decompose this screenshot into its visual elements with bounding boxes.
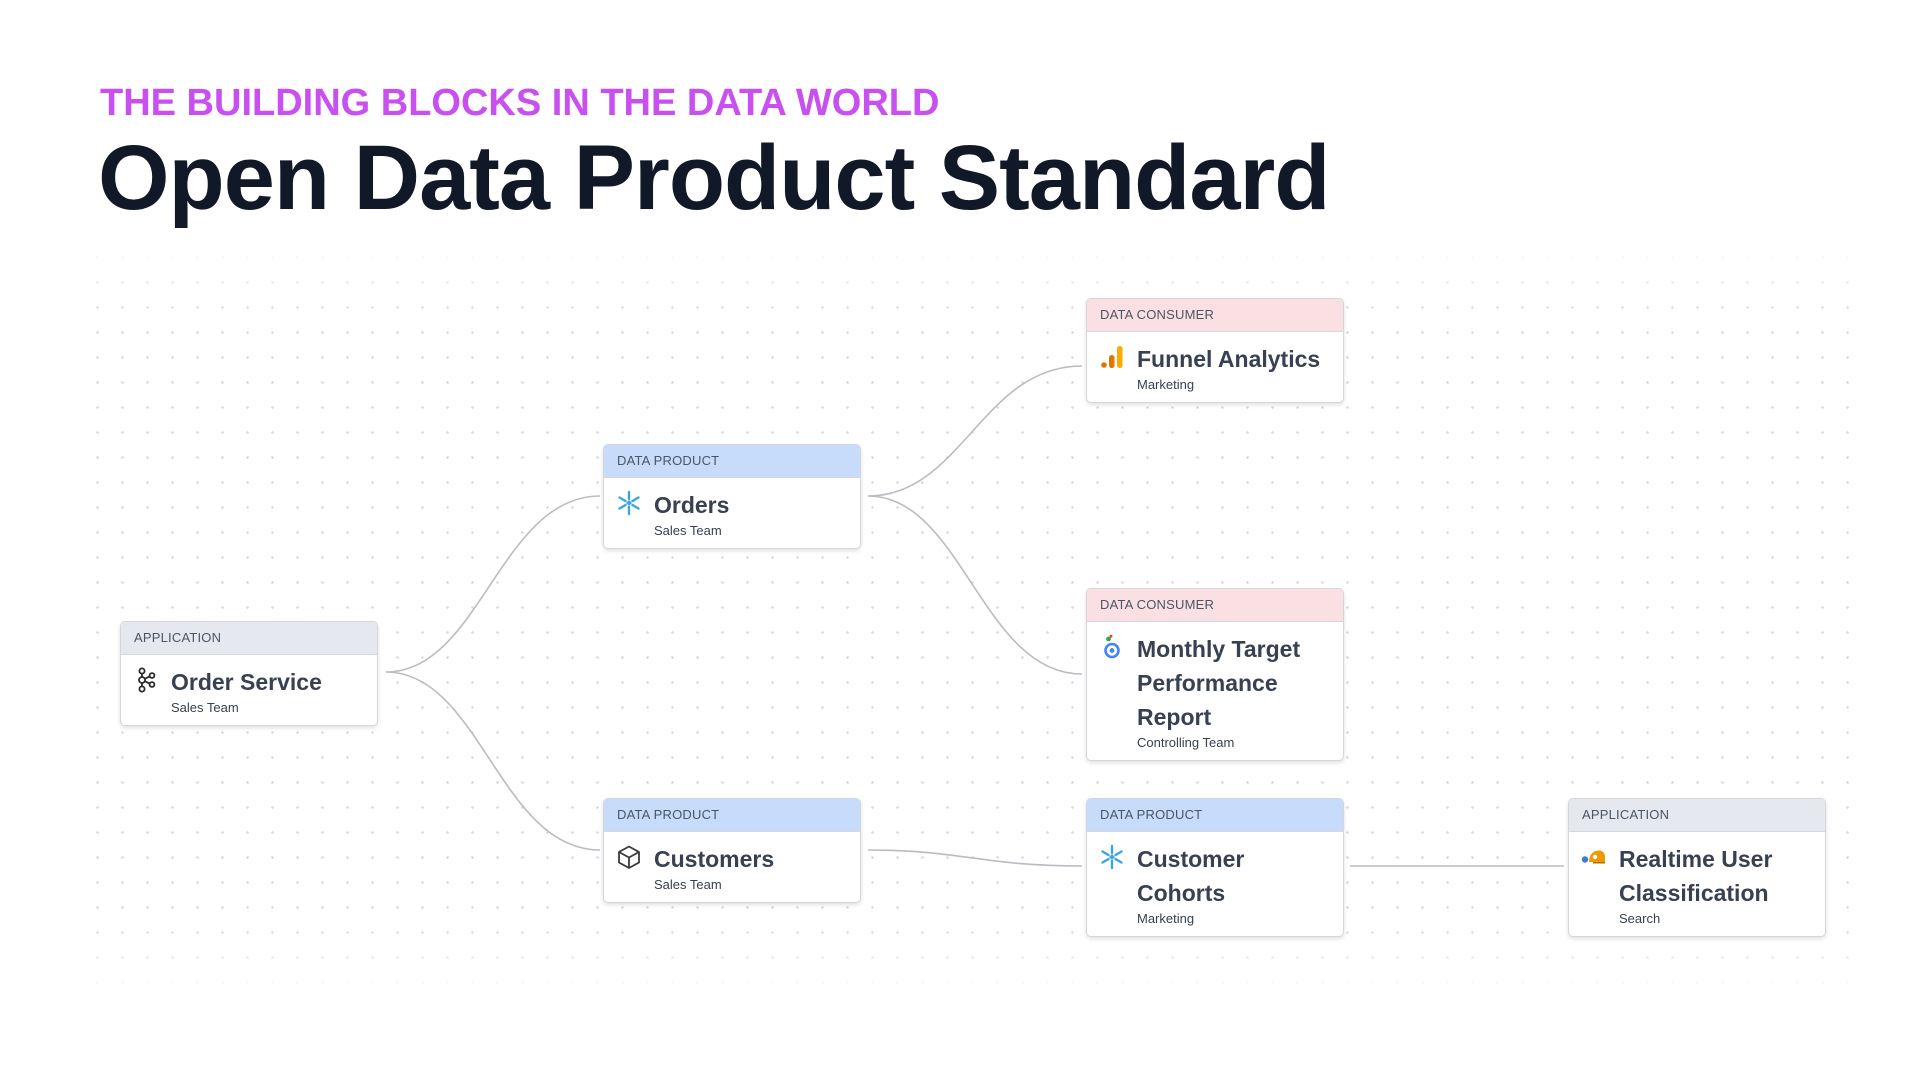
ml-model-icon — [1581, 850, 1605, 864]
bar-chart-icon — [1101, 346, 1123, 368]
page-title: Open Data Product Standard — [98, 127, 1330, 229]
node-team: Sales Team — [654, 523, 722, 538]
node-type-label: DATA PRODUCT — [604, 445, 860, 478]
node-type-label: DATA CONSUMER — [1087, 299, 1343, 332]
node-type-label: DATA CONSUMER — [1087, 589, 1343, 622]
looker-icon — [1104, 634, 1120, 659]
node-name: Customers — [654, 846, 775, 872]
node-name: Realtime User Classification — [1619, 846, 1773, 906]
cube-icon — [618, 845, 640, 869]
node-team: Marketing — [1137, 911, 1195, 926]
eyebrow-title: THE BUILDING BLOCKS IN THE DATA WORLD — [100, 82, 940, 124]
node-monthly-target-report[interactable]: DATA CONSUMER Monthly Target Performance… — [1086, 588, 1344, 761]
node-name: Funnel Analytics — [1137, 346, 1321, 372]
node-name: Order Service — [171, 669, 322, 695]
node-order-service[interactable]: APPLICATION Order Service Sales Team — [120, 621, 378, 726]
node-type-label: APPLICATION — [1569, 799, 1825, 832]
node-team: Search — [1619, 911, 1661, 926]
snowflake-icon — [618, 490, 640, 516]
kafka-icon — [138, 667, 156, 693]
node-orders[interactable]: DATA PRODUCT Orders Sales Team — [603, 444, 861, 549]
node-team: Controlling Team — [1137, 735, 1235, 750]
node-customer-cohorts[interactable]: DATA PRODUCT Customer Cohorts Marketing — [1086, 798, 1344, 937]
node-name: Customer Cohorts — [1137, 846, 1245, 906]
node-name: Monthly Target Performance Report — [1137, 636, 1301, 730]
node-team: Marketing — [1137, 377, 1195, 392]
node-name: Orders — [654, 492, 730, 518]
snowflake-icon — [1101, 844, 1123, 870]
node-type-label: APPLICATION — [121, 622, 377, 655]
node-type-label: DATA PRODUCT — [604, 799, 860, 832]
node-team: Sales Team — [171, 700, 239, 715]
node-realtime-user-classification[interactable]: APPLICATION Realtime User Classification… — [1568, 798, 1826, 937]
node-type-label: DATA PRODUCT — [1087, 799, 1343, 832]
node-team: Sales Team — [654, 877, 722, 892]
node-customers[interactable]: DATA PRODUCT Customers Sales Team — [603, 798, 861, 903]
node-funnel-analytics[interactable]: DATA CONSUMER Funnel Analytics Marketing — [1086, 298, 1344, 403]
